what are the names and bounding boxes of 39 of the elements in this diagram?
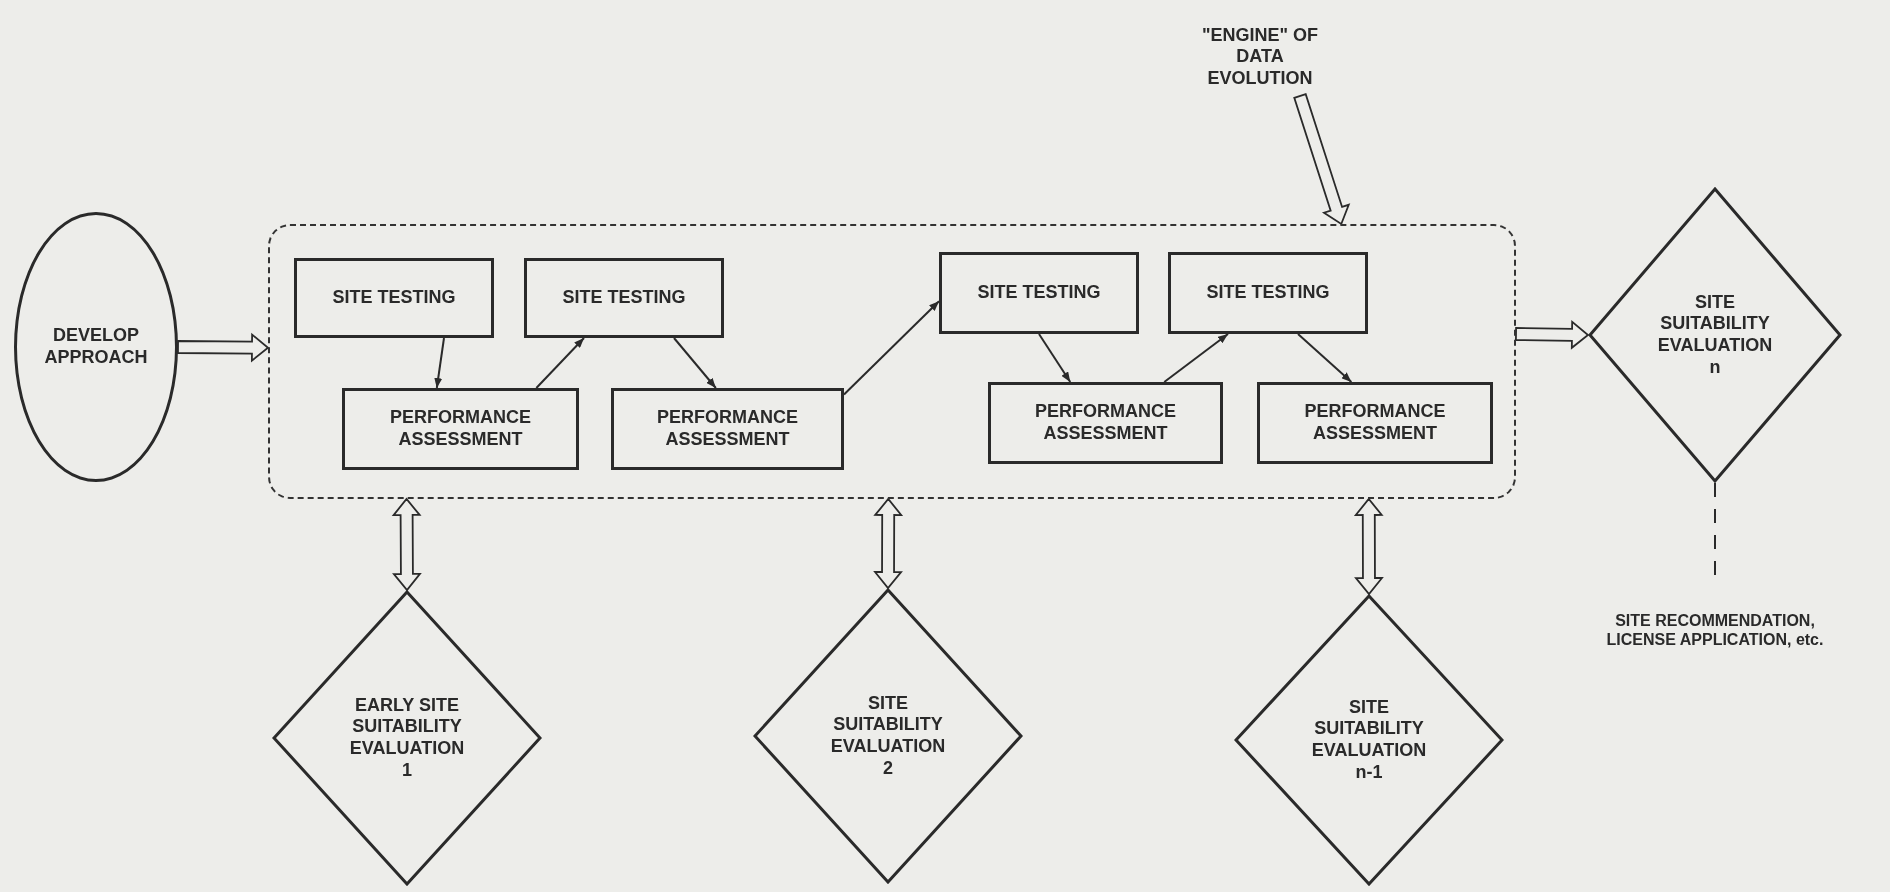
double-block-arrow [873,497,904,590]
node-label: SITE TESTING [1206,282,1330,304]
node-label: PERFORMANCE ASSESSMENT [1303,401,1447,445]
note-text: SITE RECOMMENDATION, LICENSE APPLICATION, etc. [1605,610,1825,650]
node-label: PERFORMANCE ASSESSMENT [389,407,532,451]
node-label: SITE SUITABILITY EVALUATION [829,692,947,758]
node-label: DEVELOP APPROACH [43,325,149,369]
process-box [611,388,844,470]
dashed-group-box [268,224,1516,499]
arrow [843,300,940,396]
node-label: SITE TESTING [977,282,1101,304]
node-label: EARLY SITE SUITABILITY EVALUATION [348,694,466,760]
double-block-arrow [391,497,422,592]
arrow [673,337,717,389]
process-box [988,382,1223,464]
process-box [1257,382,1493,464]
process-box [1168,252,1368,334]
arrow [1297,333,1353,383]
arrow [1163,333,1229,383]
node-label: SITE TESTING [332,287,456,309]
node-label: 2 [883,757,893,780]
node-label: SITE TESTING [562,287,686,309]
block-arrow [177,332,270,363]
node-label: PERFORMANCE ASSESSMENT [1034,401,1177,445]
process-box [939,252,1139,334]
arrow [434,337,445,389]
block-arrow [1293,93,1351,226]
note-text: "ENGINE" OF DATA EVOLUTION [1200,24,1320,90]
process-box [342,388,579,470]
process-box [294,258,494,338]
arrow [535,337,585,389]
arrow [1038,333,1072,383]
node-label: 1 [402,759,412,782]
node-label: PERFORMANCE ASSESSMENT [656,407,799,451]
node-label: n [1709,356,1721,379]
double-block-arrow [1353,497,1384,596]
block-arrow [1515,319,1590,350]
node-label: n-1 [1355,761,1383,784]
process-box [524,258,724,338]
